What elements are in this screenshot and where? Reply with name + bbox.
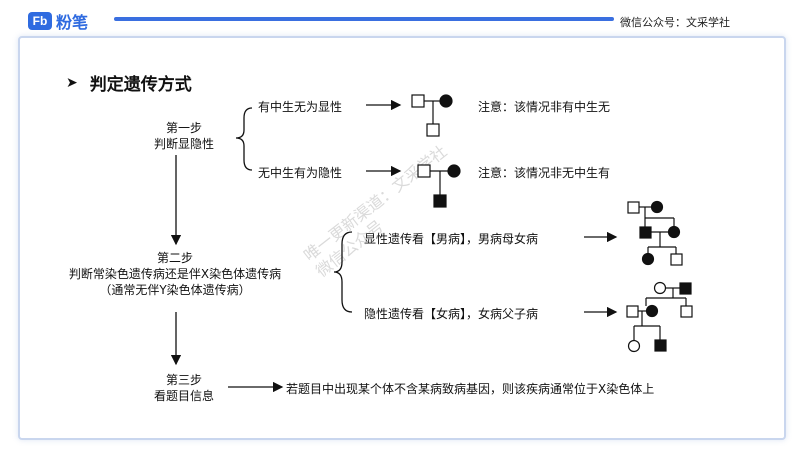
- pedigree-male-affected: [627, 200, 683, 266]
- pedigree-dominant: [411, 94, 453, 137]
- branch2-note: 注意：该情况非无中生有: [478, 166, 611, 180]
- logo-mark: Fb: [28, 12, 52, 30]
- header-bar: [114, 17, 614, 21]
- branch4-label: 隐性遗传看【女病】，女病父子病: [364, 307, 539, 321]
- branch3-label: 显性遗传看【男病】，男病母女病: [364, 232, 539, 246]
- pedigree1-mother: [439, 94, 453, 108]
- step1-desc: 判断显隐性: [153, 137, 214, 151]
- pedigree-recessive: [417, 164, 461, 208]
- brace-step2: [333, 231, 353, 313]
- logo: Fb 粉笔: [28, 10, 88, 32]
- content-frame: [18, 36, 786, 440]
- wechat-account: 微信公众号：文采学社: [620, 16, 730, 29]
- step3-box: 第三步 看题目信息: [134, 372, 234, 404]
- branch1-label: 有中生无为显性: [258, 100, 343, 114]
- branch1-note: 注意：该情况非有中生无: [478, 100, 611, 114]
- step3-desc: 看题目信息: [153, 389, 214, 403]
- step3-title: 第三步: [165, 373, 202, 387]
- brace-step1: [235, 107, 253, 171]
- title-text: 判定遗传方式: [89, 75, 192, 95]
- pedigree-female-affected: [626, 281, 693, 353]
- pedigree2-father: [417, 164, 431, 178]
- pedigree2-child: [433, 194, 447, 208]
- logo-text: 粉笔: [56, 13, 89, 32]
- branch2-label: 无中生有为隐性: [258, 166, 343, 180]
- pedigree1-father: [411, 94, 425, 108]
- step2-title: 第二步: [156, 251, 193, 265]
- arrow-bullet-icon: ➤: [66, 74, 78, 91]
- page-title: ➤ 判定遗传方式: [66, 70, 192, 96]
- step1-box: 第一步 判断显隐性: [134, 120, 234, 152]
- step2-box: 第二步 判断常染色遗传病还是伴X染色体遗传病 （通常无伴Y染色体遗传病）: [40, 250, 310, 298]
- step2-desc: 判断常染色遗传病还是伴X染色体遗传病: [68, 267, 282, 281]
- pedigree1-child: [426, 123, 440, 137]
- step2-note: （通常无伴Y染色体遗传病）: [99, 283, 251, 297]
- step1-title: 第一步: [165, 121, 202, 135]
- step3-text: 若题目中出现某个体不含某病致病基因，则该疾病通常位于X染色体上: [286, 382, 655, 396]
- pedigree2-mother: [447, 164, 461, 178]
